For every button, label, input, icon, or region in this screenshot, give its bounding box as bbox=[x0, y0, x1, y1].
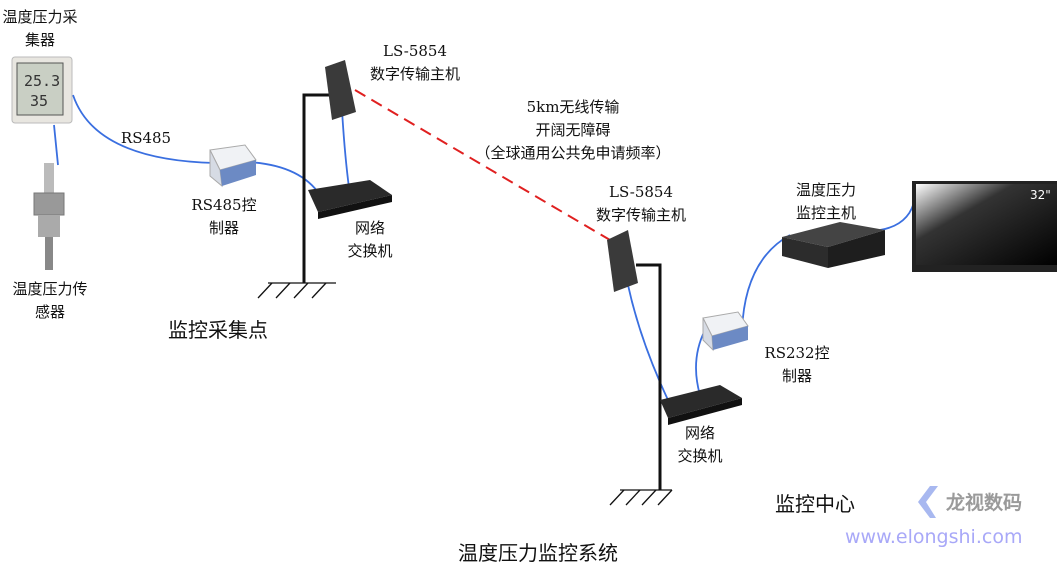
collector-device-icon: 25.3 35 bbox=[11, 56, 73, 124]
monitoring-center-label: 监控中心 bbox=[775, 492, 855, 516]
ground-right-icon bbox=[609, 489, 673, 506]
rs485-controller-label: RS485控制器 bbox=[191, 196, 257, 237]
sensor-probe-icon bbox=[33, 163, 65, 270]
sensor-cable bbox=[53, 124, 59, 166]
transmitter-left-icon bbox=[325, 60, 356, 120]
wireless-label: 5km无线传输开阔无障碍（全球通用公共免申请频率） bbox=[475, 98, 671, 162]
monitor-icon: 32" bbox=[912, 181, 1057, 272]
pole-left bbox=[302, 93, 340, 283]
wireless-link-line bbox=[354, 89, 611, 241]
watermark-url: www.elongshi.com bbox=[845, 526, 1023, 548]
switch-right-label: 网络交换机 bbox=[677, 424, 723, 465]
rs485-cable bbox=[72, 94, 216, 164]
ground-left-icon bbox=[257, 282, 336, 299]
collector-label: 温度压力采集器 bbox=[2, 8, 78, 49]
rs485-controller-icon bbox=[209, 144, 257, 188]
watermark-logo-icon bbox=[918, 486, 938, 518]
sensor-label: 温度压力传感器 bbox=[12, 280, 88, 321]
antenna-switch-cable-right bbox=[627, 284, 669, 401]
controller-host-cable bbox=[741, 234, 791, 331]
rs232-controller-icon bbox=[702, 311, 749, 352]
host-monitor-cable bbox=[879, 197, 916, 231]
cables bbox=[53, 94, 916, 401]
rs485-link-label: RS485 bbox=[120, 129, 172, 147]
rs232-controller-label: RS232控制器 bbox=[764, 344, 830, 385]
watermark-brand: 龙视数码 bbox=[946, 492, 1023, 514]
collection-site-label: 监控采集点 bbox=[168, 318, 268, 342]
transmitter-right-icon bbox=[607, 230, 638, 292]
host-server-icon bbox=[782, 222, 885, 268]
pole-right bbox=[636, 263, 662, 490]
host-label: 温度压力监控主机 bbox=[795, 181, 857, 222]
collector-temp: 25.3 bbox=[24, 72, 60, 90]
switch-left-icon bbox=[308, 180, 392, 219]
antenna-switch-cable-left bbox=[341, 109, 351, 196]
controller-switch-cable-right bbox=[695, 329, 706, 396]
diagram-title: 温度压力监控系统 bbox=[458, 541, 618, 565]
switch-right-icon bbox=[660, 385, 742, 425]
switch-left-label: 网络交换机 bbox=[347, 219, 393, 260]
monitor-size: 32" bbox=[1030, 188, 1051, 202]
collector-hum: 35 bbox=[30, 92, 48, 110]
